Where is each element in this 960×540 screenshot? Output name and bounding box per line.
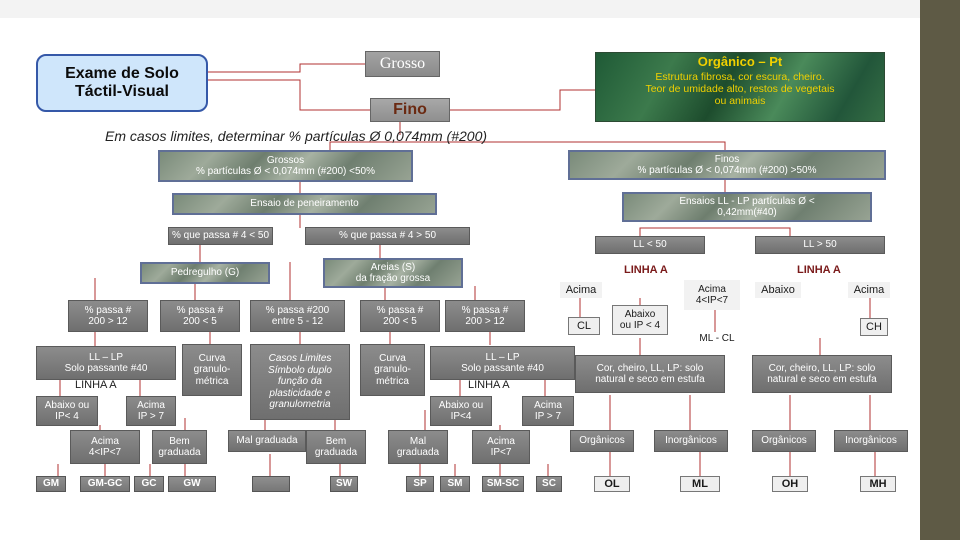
- pedregulho-box: Pedregulho (G): [140, 262, 270, 284]
- right-band: [920, 0, 960, 540]
- organic-title: Orgânico – Pt: [697, 54, 783, 69]
- leaf-ml: ML: [680, 476, 720, 492]
- sand-mal-box: Mal graduada: [388, 430, 448, 464]
- leaf-gm: GM: [36, 476, 66, 492]
- gravel-bem-box: Bem graduada: [152, 430, 207, 464]
- fine-abaixo-right: Abaixo: [755, 282, 801, 298]
- ll-lt50-box: LL < 50: [595, 236, 705, 254]
- gravel-pass200-lt5: % passa # 200 < 5: [160, 300, 240, 332]
- leaf-gm-gc: GM-GC: [80, 476, 130, 492]
- ml-cl-label: ML - CL: [699, 333, 735, 345]
- abaixo-ip4-box: Abaixo ou IP < 4: [612, 305, 668, 335]
- gravel-mal-box: Mal graduada: [228, 430, 306, 452]
- title-box: Exame de Solo Táctil-Visual: [36, 54, 208, 112]
- gravel-curve-box: Curva granulo- métrica: [182, 344, 242, 396]
- fine-acima47: Acima 4<IP<7: [684, 280, 740, 310]
- sand-ll-lp-box: LL – LP Solo passante #40: [430, 346, 575, 380]
- fine-linha-a-right: LINHA A: [797, 264, 841, 276]
- passa-gt50-box: % que passa # 4 > 50: [305, 227, 470, 245]
- peneiramento-box: Ensaio de peneiramento: [172, 193, 437, 215]
- fine-acima-left: Acima: [560, 282, 602, 298]
- cl-box: CL: [568, 317, 600, 335]
- sand-linha-a: LINHA A: [468, 379, 510, 391]
- sand-acima-box: Acima IP > 7: [522, 396, 574, 426]
- leaf-oh: OH: [772, 476, 808, 492]
- organicos-right: Orgânicos: [752, 430, 816, 452]
- casos-limites-box: Casos Limites Símbolo duplo função da pl…: [250, 344, 350, 420]
- leaf-sp: SP: [406, 476, 434, 492]
- cor-left-box: Cor, cheiro, LL, LP: solo natural e seco…: [575, 355, 725, 393]
- areias-box: Areias (S) da fração grossa: [323, 258, 463, 288]
- fine-acima-right: Acima: [848, 282, 890, 298]
- ll-gt50-box: LL > 50: [755, 236, 885, 254]
- gravel-acima47-box: Acima 4<IP<7: [70, 430, 140, 464]
- leaf-gc: GC: [134, 476, 164, 492]
- passa-lt50-box: % que passa # 4 < 50: [168, 227, 273, 245]
- cor-right-box: Cor, cheiro, LL, LP: solo natural e seco…: [752, 355, 892, 393]
- leaf-ol: OL: [594, 476, 630, 492]
- leaf-gw: GW: [168, 476, 216, 492]
- gravel-linha-a: LINHA A: [75, 379, 117, 391]
- organicos-left: Orgânicos: [570, 430, 634, 452]
- pass200-between: % passa #200 entre 5 - 12: [250, 300, 345, 332]
- sand-curve-box: Curva granulo- métrica: [360, 344, 425, 396]
- ch-box: CH: [860, 318, 888, 336]
- leaf-sc: SC: [536, 476, 562, 492]
- grosso-box: Grosso: [365, 51, 440, 77]
- leaf-sw: SW: [330, 476, 358, 492]
- fine-linha-a-left: LINHA A: [624, 264, 668, 276]
- fino-box: Fino: [370, 98, 450, 122]
- gravel-acima-box: Acima IP > 7: [126, 396, 176, 426]
- finos-box: Finos % partículas Ø < 0,074mm (#200) >5…: [568, 150, 886, 180]
- organic-description: Estrutura fibrosa, cor escura, cheiro. T…: [645, 71, 835, 108]
- top-band: [0, 0, 920, 18]
- sand-pass200-gt12: % passa # 200 > 12: [445, 300, 525, 332]
- leaf-sm: SM: [440, 476, 470, 492]
- sand-abaixo-box: Abaixo ou IP<4: [430, 396, 492, 426]
- gravel-pass200-gt12: % passa # 200 > 12: [68, 300, 148, 332]
- sand-pass200-lt5: % passa # 200 < 5: [360, 300, 440, 332]
- inorganicos-right: Inorgânicos: [834, 430, 908, 452]
- limit-note: Em casos limites, determinar % partícula…: [105, 128, 488, 144]
- sand-acima47-box: Acima IP<7: [472, 430, 530, 464]
- inorganicos-left: Inorgânicos: [654, 430, 728, 452]
- gravel-ll-lp-box: LL – LP Solo passante #40: [36, 346, 176, 380]
- gravel-abaixo-box: Abaixo ou IP< 4: [36, 396, 98, 426]
- leaf-mh: MH: [860, 476, 896, 492]
- leaf-gp: [252, 476, 290, 492]
- grossos-box: Grossos % partículas Ø < 0,074mm (#200) …: [158, 150, 413, 182]
- organic-box: Orgânico – Pt Estrutura fibrosa, cor esc…: [595, 52, 885, 122]
- sand-bem-box: Bem graduada: [306, 430, 366, 464]
- leaf-sm-sc: SM-SC: [482, 476, 524, 492]
- ensaios-box: Ensaios LL - LP partículas Ø < 0,42mm(#4…: [622, 192, 872, 222]
